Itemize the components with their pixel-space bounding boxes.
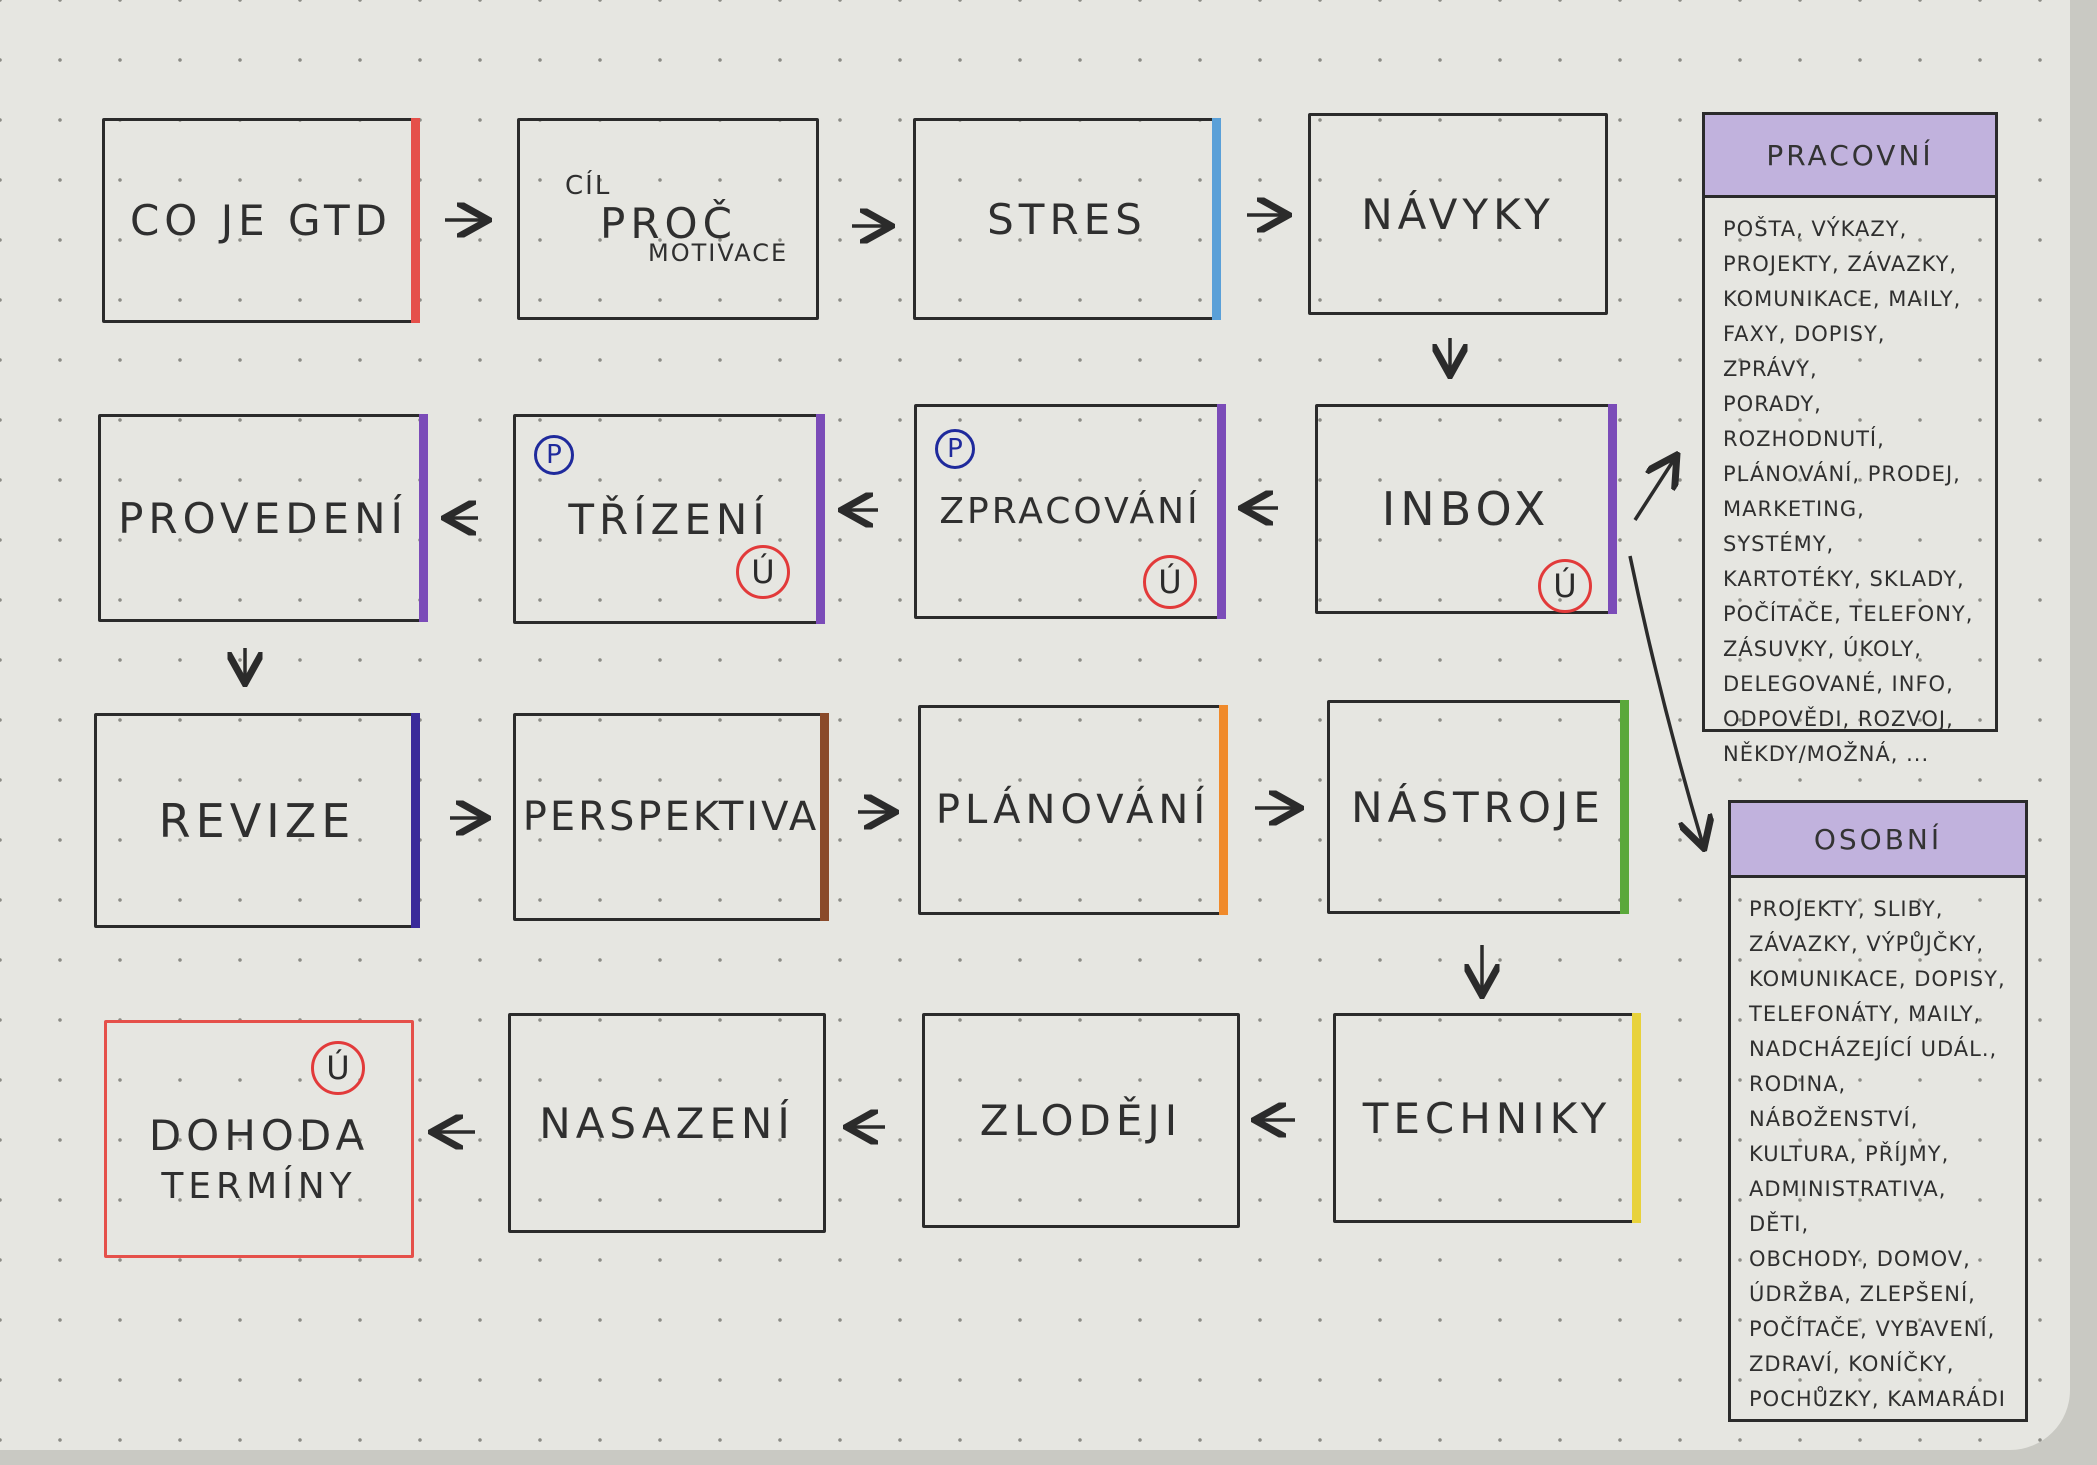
panel-line: POŠTA, VÝKAZY, [1723, 217, 1908, 241]
box-label: NÁVYKY [1361, 189, 1555, 239]
panel-line: KULTURA, PŘÍJMY, [1749, 1142, 1950, 1166]
panel-line: POČÍTAČE, VYBAVENÍ, [1749, 1317, 1996, 1341]
box-zlodeji: ZLODĚJI [922, 1013, 1240, 1228]
box-nastroje: NÁSTROJE [1327, 700, 1629, 914]
panel-list: POŠTA, VÝKAZY, PROJEKTY, ZÁVAZKY, KOMUNIKA… [1705, 198, 1995, 786]
flow-arrows [0, 0, 2070, 1450]
box-inbox: INBOX Ú [1315, 404, 1617, 614]
panel-line: ZDRAVÍ, KONÍČKY, [1749, 1352, 1955, 1376]
box-label: ZPRACOVÁNÍ [939, 491, 1201, 532]
panel-line: KARTOTÉKY, SKLADY, [1723, 567, 1965, 591]
panel-line: DELEGOVANÉ, INFO, [1723, 672, 1954, 696]
panel-line: PORADY, ROZHODNUTÍ, [1723, 392, 1885, 451]
u-mark-icon: Ú [1143, 555, 1197, 609]
color-bar-purple [816, 414, 825, 624]
box-revize: REVIZE [94, 713, 420, 928]
box-label: NÁSTROJE [1351, 782, 1605, 832]
panel-line: POCHŮZKY, KAMARÁDI [1749, 1387, 2006, 1411]
panel-title: PRACOVNÍ [1705, 115, 1995, 198]
panel-line: ÚDRŽBA, ZLEPŠENÍ, [1749, 1282, 1976, 1306]
u-mark-icon: Ú [311, 1041, 365, 1095]
box-planovani: PLÁNOVÁNÍ [918, 705, 1228, 915]
color-bar-purple [1217, 404, 1226, 619]
paper-background: CO JE GTD CÍL PROČ MOTIVACE STRES NÁVYKY… [0, 0, 2070, 1450]
box-label: PLÁNOVÁNÍ [935, 787, 1211, 833]
color-bar-purple [1608, 404, 1617, 614]
color-bar-blue [1212, 118, 1221, 320]
box-label: TECHNIKY [1362, 1093, 1612, 1143]
panel-line: MARKETING, SYSTÉMY, [1723, 497, 1865, 556]
panel-line: KOMUNIKACE, DOPISY, [1749, 967, 2006, 991]
panel-pracovni: PRACOVNÍ POŠTA, VÝKAZY, PROJEKTY, ZÁVAZKY… [1702, 112, 1998, 766]
box-label-dohoda: DOHODA [148, 1111, 370, 1160]
box-nasazeni: NASAZENÍ [508, 1013, 826, 1233]
panel-osobni: OSOBNÍ PROJEKTY, SLIBY, ZÁVAZKY, VÝPŮJČKY… [1728, 800, 2028, 1422]
box-label: REVIZE [158, 793, 356, 848]
box-navyky: NÁVYKY [1308, 113, 1608, 315]
color-bar-yellow [1632, 1013, 1641, 1223]
box-label-motivace: MOTIVACE [648, 239, 789, 267]
arrow-to-pracovni [1633, 458, 1675, 521]
box-techniky: TECHNIKY [1333, 1013, 1641, 1223]
color-bar-dark-purple [411, 713, 420, 928]
panel-title: OSOBNÍ [1731, 803, 2025, 878]
box-label: CO JE GTD [129, 196, 393, 245]
panel-line: PROJEKTY, SLIBY, [1749, 897, 1944, 921]
panel-line: ZÁVAZKY, VÝPŮJČKY, [1749, 932, 1984, 956]
p-mark-icon: P [935, 429, 975, 469]
color-bar-green [1620, 700, 1629, 914]
box-label: NASAZENÍ [539, 1098, 795, 1148]
box-label: PROVEDENÍ [118, 493, 408, 543]
box-perspektiva: PERSPEKTIVA [513, 713, 829, 921]
box-stres: STRES [913, 118, 1221, 320]
box-label: STRES [987, 194, 1147, 244]
box-provedeni: PROVEDENÍ [98, 414, 428, 622]
arrow-to-osobni [1628, 555, 1703, 845]
panel-line: OBCHODY, DOMOV, [1749, 1247, 1971, 1271]
color-bar-brown [820, 713, 829, 921]
panel-line: POČÍTAČE, TELEFONY, [1723, 602, 1974, 626]
u-mark-icon: Ú [1538, 559, 1592, 613]
box-label-terminy: TERMÍNY [161, 1166, 357, 1207]
box-label-cil: CÍL [565, 171, 612, 201]
box-cil-proc-motivace: CÍL PROČ MOTIVACE [517, 118, 819, 320]
box-label: TŘÍZENÍ [568, 494, 770, 544]
panel-line: FAXY, DOPISY, ZPRÁVY, [1723, 322, 1886, 381]
box-label: PERSPEKTIVA [522, 794, 820, 840]
panel-line: NADCHÁZEJÍCÍ UDÁL., [1749, 1037, 1998, 1061]
box-label: ZLODĚJI [979, 1096, 1183, 1145]
panel-line: PLÁNOVÁNÍ, PRODEJ, [1723, 462, 1961, 486]
p-mark-icon: P [534, 435, 574, 475]
panel-line: RODINA, NÁBOŽENSTVÍ, [1749, 1072, 1919, 1131]
color-bar-red [411, 118, 420, 323]
color-bar-orange [1219, 705, 1228, 915]
panel-line: ODPOVĚDI, ROZVOJ, [1723, 707, 1954, 731]
box-label-proc: PROČ [600, 199, 737, 248]
panel-line: TELEFONÁTY, MAILY, [1749, 1002, 1982, 1026]
box-dohoda-terminy: DOHODA TERMÍNY Ú [104, 1020, 414, 1258]
box-zpracovani: ZPRACOVÁNÍ P Ú [914, 404, 1226, 619]
u-mark-icon: Ú [736, 545, 790, 599]
box-co-je-gtd: CO JE GTD [102, 118, 420, 323]
panel-line: KOMUNIKACE, MAILY, [1723, 287, 1962, 311]
panel-line: PROJEKTY, ZÁVAZKY, [1723, 252, 1958, 276]
box-trizeni: TŘÍZENÍ P Ú [513, 414, 825, 624]
panel-line: ZÁSUVKY, ÚKOLY, [1723, 637, 1922, 661]
panel-list: PROJEKTY, SLIBY, ZÁVAZKY, VÝPŮJČKY, KOMUNI… [1731, 878, 2025, 1431]
box-label: INBOX [1381, 482, 1551, 536]
panel-line: ADMINISTRATIVA, DĚTI, [1749, 1177, 1947, 1236]
color-bar-purple [419, 414, 428, 622]
panel-line: NĚKDY/MOŽNÁ, ... [1723, 742, 1930, 766]
